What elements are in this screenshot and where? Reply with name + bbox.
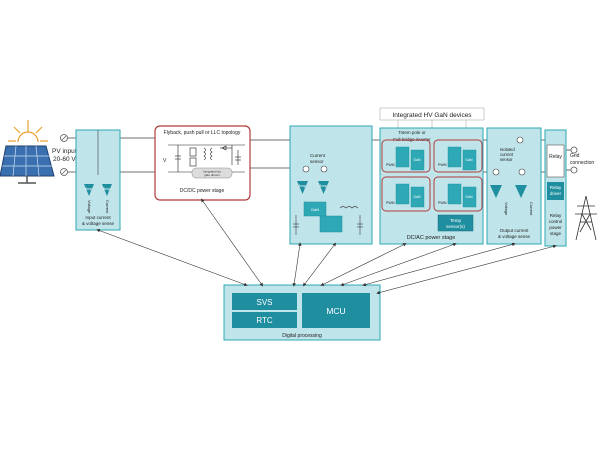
output-sense-block: Isolated current sensor Voltage Current … xyxy=(486,127,542,245)
dcdc-stage-label: DC/DC power stage xyxy=(180,188,225,194)
grid-connection-label-1: Grid xyxy=(570,153,580,159)
output-sense-label-2: & voltage sense xyxy=(498,234,531,239)
control-arrows xyxy=(96,198,557,295)
pv-input-label: PV input xyxy=(52,148,77,155)
temp-sensor-label-2: sensor(s) xyxy=(446,224,465,229)
pwm-label: PWM xyxy=(386,201,395,205)
gan-label: GaN xyxy=(413,158,421,162)
pwm-label: PWM xyxy=(386,163,395,167)
current-sensor-block: Current sensor Amp Amp GaN xyxy=(289,125,373,245)
input-sense-label-1: Input current xyxy=(85,215,111,220)
current-label: Current xyxy=(105,200,110,214)
svs-label: SVS xyxy=(256,298,272,307)
amp-label: Amp xyxy=(85,187,92,191)
relay-driver-label-1: Relay xyxy=(550,185,562,190)
relay-driver-label-2: driver xyxy=(550,191,562,196)
isolated-gate-label-2: gate drivers xyxy=(204,173,220,177)
isolated-gate-label-1: Integrated iso xyxy=(203,170,222,174)
dcac-stage-block: Totem pole or Full-bridge inverter PWM G… xyxy=(379,127,484,245)
dcac-stage-label: DC/AC power stage xyxy=(407,235,456,241)
integrated-gan-callout: Integrated HV GaN devices xyxy=(379,107,485,140)
gan-module-2: PWM GaN xyxy=(433,139,483,173)
input-terminal xyxy=(60,134,68,176)
relay-control-label-2: control xyxy=(549,219,563,224)
relay-control-label-1: Relay xyxy=(550,213,562,218)
current-sensor-label-1: Current xyxy=(310,153,326,158)
transmission-tower-icon xyxy=(575,195,597,241)
isolated-current-sensor-label-2: current xyxy=(500,152,514,157)
voltage-label: Voltage xyxy=(504,202,509,216)
digital-processing-block: SVS RTC MCU Digital processing xyxy=(223,284,381,341)
solar-panel-icon xyxy=(0,120,55,184)
output-sense-label-1: Output current xyxy=(500,228,530,233)
pv-voltage-label: 20-60 V xyxy=(53,156,76,163)
gan-module-4: PWM GaN xyxy=(433,176,483,212)
relay-label: Relay xyxy=(549,154,562,160)
gan-label: GaN xyxy=(311,207,319,212)
dcdc-stage-block: Flyback, push pull or LLC topology V Int… xyxy=(154,125,251,201)
gan-label: GaN xyxy=(465,195,473,199)
grid-connection-label-2: connection xyxy=(570,160,594,166)
temp-sensor-label-1: Temp xyxy=(450,218,462,223)
integrated-gan-label: Integrated HV GaN devices xyxy=(392,112,472,119)
voltage-label: Voltage xyxy=(87,200,92,214)
amp-label: Amp xyxy=(299,184,306,188)
gan-label: GaN xyxy=(465,158,473,162)
topology-label: Flyback, push pull or LLC topology xyxy=(164,130,241,136)
totem-pole-label-1: Totem pole or xyxy=(398,130,426,135)
mcu-label: MCU xyxy=(326,306,345,316)
digital-processing-label: Digital processing xyxy=(282,333,322,339)
relay-block: Relay Relay driver Relay control power s… xyxy=(544,129,567,247)
input-sense-label-2: & voltage sense xyxy=(82,221,115,226)
isolated-current-sensor-label-3: sensor xyxy=(500,157,513,162)
gan-module-3: PWM GaN xyxy=(381,176,431,212)
relay-control-label-3: power xyxy=(549,225,562,230)
isolated-current-sensor-label-1: Isolated xyxy=(500,147,515,152)
current-sensor-label-2: sensor xyxy=(310,159,324,164)
pwm-label: PWM xyxy=(438,201,447,205)
amp-label: Amp xyxy=(320,184,327,188)
gan-module-1: PWM GaN xyxy=(381,139,431,173)
amp-label: Amp xyxy=(103,187,110,191)
rtc-label: RTC xyxy=(256,316,273,325)
input-sense-block: Amp Amp Voltage Current Input current & … xyxy=(75,129,121,231)
vin-label: V xyxy=(163,158,167,164)
pwm-label: PWM xyxy=(438,163,447,167)
grid-terminal xyxy=(570,146,578,174)
gan-label: GaN xyxy=(413,195,421,199)
current-label: Current xyxy=(529,202,534,216)
relay-control-label-4: stage xyxy=(550,231,562,236)
